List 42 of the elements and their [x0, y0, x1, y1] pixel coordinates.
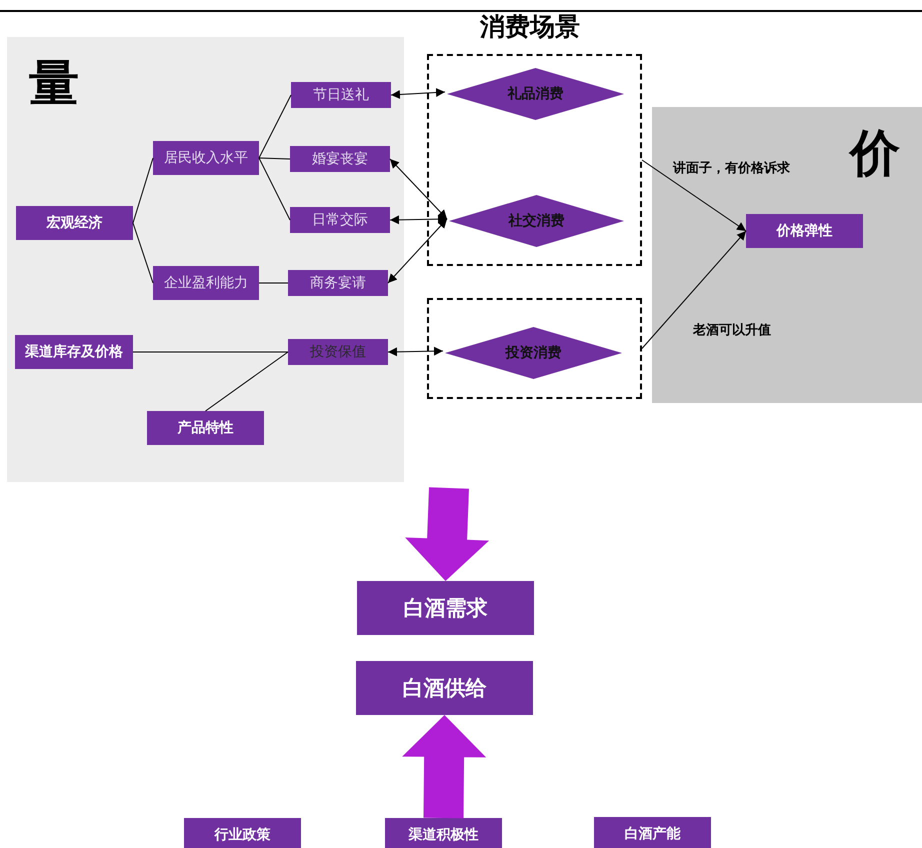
- process-box: 日常交际: [290, 207, 390, 233]
- connector-line: [258, 158, 290, 160]
- arrow: [388, 218, 448, 284]
- process-box: 居民收入水平: [153, 141, 259, 175]
- process-box: 婚宴丧宴: [290, 146, 390, 172]
- process-box: 白酒供给: [356, 661, 533, 715]
- process-box: 商务宴请: [288, 270, 388, 296]
- arrow: [388, 346, 444, 356]
- diamond-node: 社交消费: [449, 195, 624, 247]
- connector-line: [258, 94, 292, 158]
- process-box: 白酒需求: [357, 581, 534, 635]
- connector-line: [205, 352, 288, 412]
- panel-heading: 价: [850, 125, 900, 180]
- block-arrow: [402, 715, 486, 818]
- process-box: 渠道库存及价格: [15, 335, 133, 369]
- title: 消费场景: [478, 11, 581, 43]
- panel-heading: 量: [29, 55, 79, 110]
- connector-line: [132, 158, 154, 224]
- block-arrow: [405, 487, 490, 581]
- process-box: 白酒产能: [594, 817, 711, 848]
- connector-line: [258, 158, 290, 220]
- process-box: 渠道积极性: [385, 818, 502, 848]
- arrow: [390, 214, 448, 224]
- arrow: [390, 158, 448, 220]
- connector-line: [258, 282, 288, 284]
- process-box: 节日送礼: [291, 82, 391, 108]
- panel: [652, 107, 922, 403]
- diamond-node: 投资消费: [445, 327, 622, 379]
- dashed-frame: [427, 298, 642, 399]
- arrow: [642, 160, 746, 232]
- diamond-node: 礼品消费: [447, 68, 624, 120]
- panel: [7, 37, 404, 482]
- process-box: 企业盈利能力: [153, 266, 259, 300]
- arrow: [390, 88, 446, 99]
- process-box: 行业政策: [184, 818, 301, 848]
- process-box: 价格弹性: [746, 214, 863, 248]
- process-box: 产品特性: [147, 411, 264, 445]
- process-box: 投资保值: [288, 339, 388, 365]
- arrow: [642, 230, 746, 349]
- connector-line: [132, 222, 154, 284]
- dashed-frame: [427, 54, 642, 266]
- process-box: 宏观经济: [16, 206, 133, 240]
